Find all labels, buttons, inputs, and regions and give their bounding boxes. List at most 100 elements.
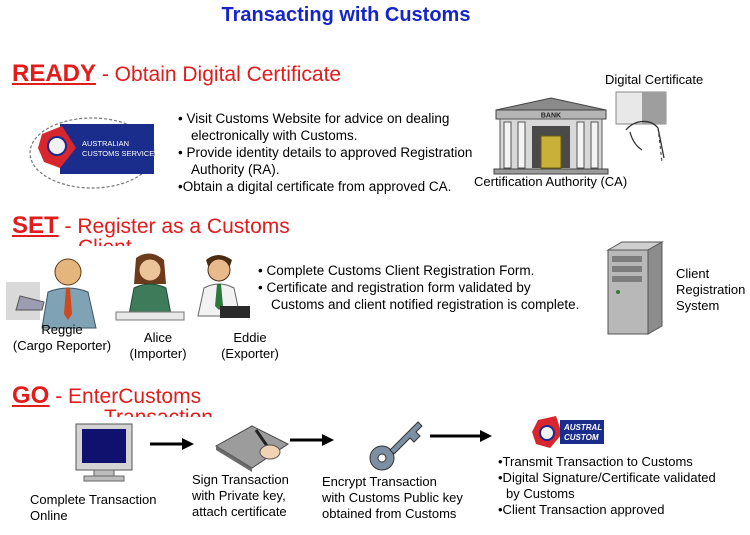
tablet-edge <box>216 446 252 472</box>
bank-door <box>540 135 562 169</box>
ready-subtitle: - Obtain Digital Certificate <box>101 63 342 86</box>
alice-jacket <box>127 283 173 321</box>
step-label-line: Encrypt Transaction <box>322 474 437 489</box>
key-icon <box>369 421 423 471</box>
ready-bullet: •Obtain a digital certificate from appro… <box>178 179 452 194</box>
ca-label: Certification Authority (CA) <box>474 174 628 189</box>
go-heading: GO - EnterCustoms <box>12 384 201 409</box>
final-bullet: •Transmit Transaction to Customs <box>498 454 693 469</box>
badge-text-line-2: CUSTOMS SERVICE <box>82 149 154 158</box>
ready-bullet-list: • Visit Customs Website for advice on de… <box>178 110 472 195</box>
reggie-label: Reggie (Cargo Reporter) <box>12 322 112 354</box>
computer-monitor-icon <box>75 423 133 482</box>
monitor-screen <box>82 429 126 463</box>
customs-logo-text-1: AUSTRAL <box>563 423 602 432</box>
bank-steps <box>493 168 609 175</box>
ready-bullet: electronically with Customs. <box>191 128 358 143</box>
person-role: (Exporter) <box>221 346 279 361</box>
server-drive-bay <box>612 276 642 282</box>
step-label-line: with Private key, <box>192 488 286 503</box>
bank-sign-text: BANK <box>541 113 561 120</box>
eddie-head <box>207 258 231 282</box>
set-heading: SET - Register as a Customs <box>12 214 290 239</box>
step-encrypt-transaction-label: Encrypt Transaction with Customs Public … <box>322 474 463 522</box>
key-blade <box>389 421 423 455</box>
bank-column <box>503 121 512 169</box>
certificate-card-shade <box>642 92 666 124</box>
step-label-line: attach certificate <box>192 504 287 519</box>
set-keyword: SET <box>12 212 59 239</box>
customs-logo-crest-icon <box>539 425 555 441</box>
system-label-line: System <box>676 298 720 313</box>
go-keyword: GO <box>12 382 50 409</box>
server-drive-bay <box>612 256 642 262</box>
go-subtitle-line2-clipped: Transaction <box>104 406 213 417</box>
ready-bullet: • Provide identity details to approved R… <box>178 145 473 160</box>
set-subtitle-line2: Client <box>78 236 132 246</box>
customs-badge-panel <box>60 124 154 174</box>
client-registration-system-label: Client Registration System <box>676 266 745 314</box>
tablet-surface <box>215 425 289 469</box>
reggie-head <box>54 258 82 286</box>
eddie-illustration <box>197 255 250 318</box>
eddie-label: Eddie (Exporter) <box>204 330 296 362</box>
badge-text-line-1: AUSTRALIAN <box>82 139 129 148</box>
ready-keyword: READY <box>12 60 97 87</box>
set-bullet: Customs and client notified registration… <box>271 297 580 312</box>
step-label-line: Complete Transaction <box>30 492 157 507</box>
step-label-line: Online <box>30 508 68 523</box>
final-bullet: •Client Transaction approved <box>498 502 665 517</box>
alice-head <box>138 258 162 282</box>
customs-crest-icon <box>47 136 67 156</box>
page-title: Transacting with Customs <box>221 4 471 26</box>
arrow-right-icon <box>430 430 492 442</box>
set-bullet: • Complete Customs Client Registration F… <box>258 263 535 278</box>
final-bullet: by Customs <box>506 486 575 501</box>
customs-logo: AUSTRAL CUSTOM <box>532 416 604 448</box>
customs-badge-illustration: AUSTRALIAN CUSTOMS SERVICE <box>29 117 155 189</box>
bank-column <box>576 121 585 169</box>
set-bullet-list: • Complete Customs Client Registration F… <box>258 262 579 313</box>
ready-heading: READY - Obtain Digital Certificate <box>12 62 341 87</box>
server-power-light <box>616 290 620 294</box>
alice-label: Alice (Importer) <box>118 330 198 362</box>
set-subtitle-line2-clipped: Client <box>78 236 132 246</box>
server-front <box>607 249 649 335</box>
key-hole <box>377 453 387 463</box>
arrow-right-icon <box>150 438 194 450</box>
step-sign-transaction-label: Sign Transaction with Private key, attac… <box>192 472 289 520</box>
bank-building-icon: BANK <box>493 97 609 175</box>
step-label-line: Sign Transaction <box>192 472 289 487</box>
final-bullet-list: •Transmit Transaction to Customs •Digita… <box>498 454 716 518</box>
person-role: (Importer) <box>129 346 187 361</box>
go-subtitle-line2: Transaction <box>104 406 213 417</box>
person-name: Eddie <box>233 330 267 345</box>
person-name: Reggie <box>41 322 83 337</box>
person-name: Alice <box>143 330 173 345</box>
digital-certificate-label: Digital Certificate <box>605 72 704 87</box>
eddie-tie <box>215 284 223 310</box>
ready-bullet: Authority (RA). <box>191 162 280 177</box>
monitor-neck <box>93 469 115 477</box>
eddie-phone-icon <box>220 306 250 318</box>
ready-bullet: • Visit Customs Website for advice on de… <box>178 111 450 126</box>
reggie-tie <box>64 288 72 320</box>
final-bullet: •Digital Signature/Certificate validated <box>498 470 716 485</box>
server-tower-icon <box>606 241 664 335</box>
reggie-illustration <box>6 258 97 329</box>
alice-desk <box>115 311 185 321</box>
bank-column <box>590 121 599 169</box>
server-drive-bay <box>612 266 642 272</box>
system-label-line: Client <box>676 266 710 281</box>
hand-outline-icon <box>625 120 665 159</box>
customs-logo-text-2: CUSTOM <box>564 433 599 442</box>
certificate-card-icon <box>615 91 667 163</box>
person-role: (Cargo Reporter) <box>12 338 112 353</box>
monitor-base <box>83 475 125 482</box>
arrow-right-icon <box>290 434 334 446</box>
set-subtitle: - Register as a Customs <box>64 215 290 238</box>
step-complete-transaction-label: Complete Transaction Online <box>30 492 156 524</box>
step-label-line: with Customs Public key <box>322 490 463 505</box>
reggie-folder-icon <box>15 295 45 311</box>
set-bullet: • Certificate and registration form vali… <box>258 280 531 295</box>
